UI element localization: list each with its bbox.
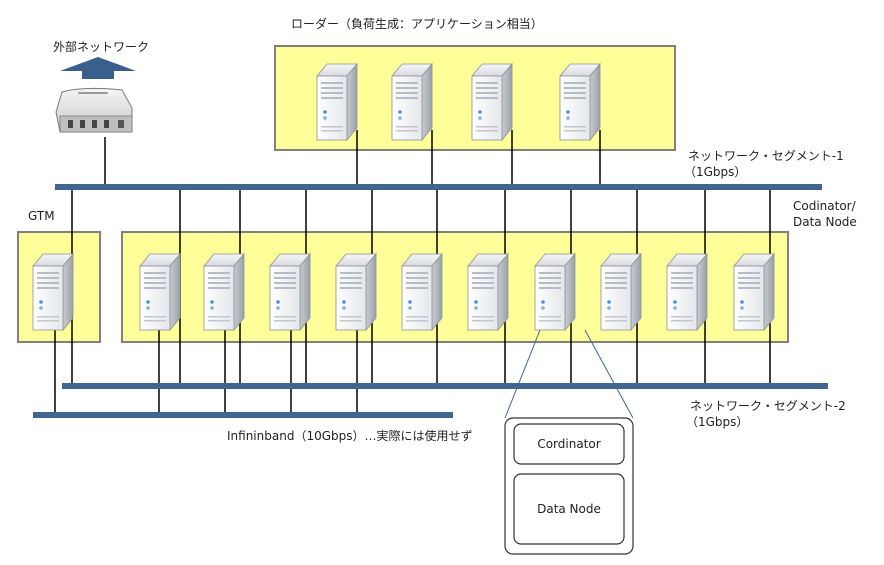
arrow-up-icon	[60, 57, 136, 79]
segment-2-label-2: （1Gbps）	[686, 415, 748, 429]
segment-1-label-2: （1Gbps）	[684, 165, 746, 179]
node-server-icon	[203, 253, 245, 331]
node-server-icon	[401, 253, 443, 331]
data-node-label: Data Node	[537, 502, 601, 516]
node-server-icon	[733, 253, 775, 331]
network-segment-1-bus	[55, 184, 822, 190]
node-server-icon	[467, 253, 509, 331]
node-server-icon	[534, 253, 576, 331]
callout-line-right	[584, 329, 634, 419]
coordinator-label: Cordinator	[537, 437, 600, 451]
infiniband-label: Infininband（10Gbps）…実際には使用せず	[227, 428, 473, 443]
node-server-icon	[600, 253, 642, 331]
router-icon	[55, 87, 133, 133]
gtm-server-icon	[32, 253, 74, 331]
node-server-icon	[335, 253, 377, 331]
loader-server-icon	[559, 63, 601, 141]
network-segment-2-bus	[62, 383, 828, 389]
loader-server-icon	[391, 63, 433, 141]
external-network-label: 外部ネットワーク	[53, 39, 149, 54]
segment-1-label-1: ネットワーク・セグメント-1	[688, 149, 844, 163]
callout-line-left	[504, 329, 541, 419]
coordinator-box	[513, 423, 625, 465]
loader-label: ローダー（負荷生成：アプリケーション相当）	[291, 16, 543, 31]
node-server-icon	[269, 253, 311, 331]
coordinator-datanode-label-2: Data Node	[793, 215, 857, 229]
infiniband-bus	[33, 412, 453, 418]
loader-server-icon	[316, 63, 358, 141]
coordinator-datanode-label-1: Codinator/	[793, 199, 857, 213]
node-server-icon	[139, 253, 181, 331]
segment-2-label-1: ネットワーク・セグメント-2	[690, 399, 846, 413]
data-node-box	[513, 473, 625, 545]
loader-server-icon	[471, 63, 513, 141]
node-server-icon	[666, 253, 708, 331]
gtm-label: GTM	[28, 209, 55, 223]
